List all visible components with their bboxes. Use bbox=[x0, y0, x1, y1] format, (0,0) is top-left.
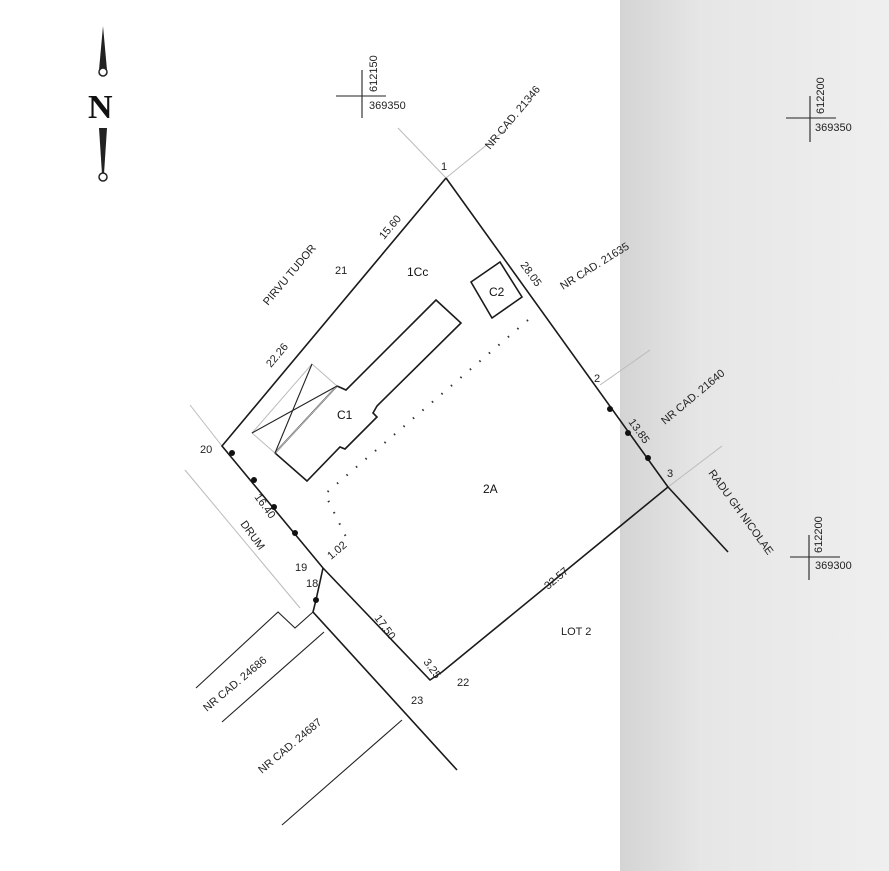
boundary-markers bbox=[229, 406, 651, 603]
parcel-main: 2A bbox=[483, 482, 498, 496]
coord-north: 612200 bbox=[815, 77, 827, 114]
coordinate-mark-3: 612200 369300 bbox=[790, 516, 852, 580]
svg-text:28.05: 28.05 bbox=[518, 260, 544, 289]
svg-text:1: 1 bbox=[441, 161, 447, 173]
neighbor-bottom-1: NR CAD. 24686 bbox=[201, 654, 269, 714]
neighbor-lines bbox=[184, 127, 723, 609]
svg-text:15.60: 15.60 bbox=[377, 213, 404, 242]
road-boundary bbox=[312, 567, 458, 771]
coord-east: 369350 bbox=[815, 122, 852, 134]
coordinate-mark-2: 612200 369350 bbox=[786, 77, 852, 142]
svg-text:19: 19 bbox=[295, 562, 307, 574]
parcel-boundary bbox=[220, 177, 670, 682]
neighbor-top: NR CAD. 21346 bbox=[483, 84, 543, 152]
svg-text:23: 23 bbox=[411, 695, 423, 707]
building-c1-label: C1 bbox=[337, 408, 353, 422]
parcel-yard: 1Cc bbox=[407, 265, 428, 279]
building-c2 bbox=[469, 260, 524, 320]
lot-line-24687 bbox=[281, 719, 403, 826]
lot-label: LOT 2 bbox=[561, 626, 591, 638]
lot-line-24686b bbox=[221, 631, 325, 723]
svg-text:3.25: 3.25 bbox=[421, 657, 443, 681]
dotted-line bbox=[323, 319, 529, 546]
dimension-labels: 15.60 22.26 28.05 13.85 32.57 16.40 1.02… bbox=[252, 213, 652, 681]
coord-north: 612200 bbox=[813, 516, 825, 553]
boundary-extension bbox=[667, 486, 729, 553]
north-label: N bbox=[88, 89, 113, 126]
svg-text:1.02: 1.02 bbox=[325, 539, 349, 562]
building-c2-label: C2 bbox=[489, 285, 505, 299]
paper-shadow bbox=[620, 0, 889, 871]
svg-text:20: 20 bbox=[200, 444, 212, 456]
demolished-structure bbox=[251, 363, 338, 454]
svg-text:17.50: 17.50 bbox=[372, 613, 398, 642]
coordinate-mark-1: 612150 369350 bbox=[336, 55, 406, 118]
svg-text:2: 2 bbox=[594, 373, 600, 385]
neighbor-left-owner: PIRVU TUDOR bbox=[261, 242, 319, 308]
svg-text:21: 21 bbox=[335, 265, 347, 277]
point-labels: 1 2 3 18 19 20 21 22 23 bbox=[200, 161, 673, 707]
coord-east: 369300 bbox=[815, 560, 852, 572]
coord-east: 369350 bbox=[369, 100, 406, 112]
building-c1 bbox=[273, 298, 463, 483]
svg-text:18: 18 bbox=[306, 578, 318, 590]
svg-text:22: 22 bbox=[457, 677, 469, 689]
neighbor-bottom-2: NR CAD. 24687 bbox=[256, 716, 324, 776]
coord-north: 612150 bbox=[368, 55, 380, 92]
svg-text:22.26: 22.26 bbox=[264, 341, 291, 370]
north-arrow-icon: N bbox=[88, 26, 113, 182]
road-label: DRUM bbox=[238, 519, 267, 553]
lot-line-24686 bbox=[195, 611, 314, 689]
svg-text:3: 3 bbox=[667, 468, 673, 480]
